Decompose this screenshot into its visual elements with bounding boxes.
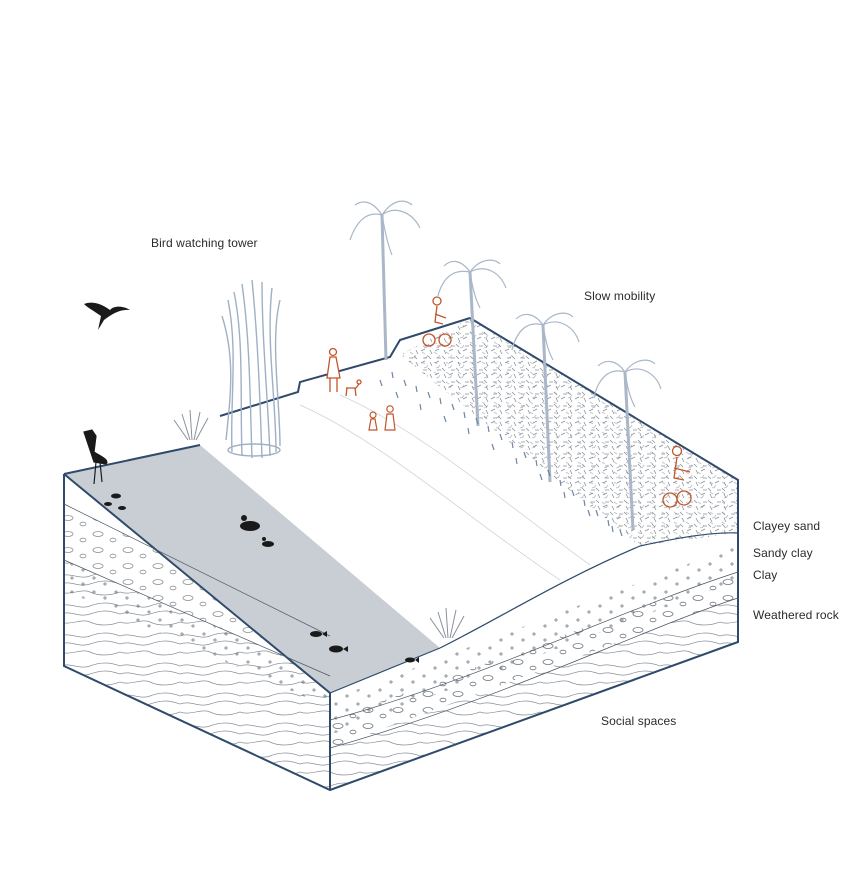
pedestrian-icon (385, 406, 395, 430)
label-soil-sandy-clay: Sandy clay (753, 546, 813, 560)
label-soil-clayey-sand: Clayey sand (753, 519, 820, 533)
pedestrian-icon (369, 412, 377, 430)
label-soil-clay: Clay (753, 568, 777, 582)
flying-bird-icon (84, 303, 130, 330)
label-bird-watching-tower: Bird watching tower (151, 236, 258, 250)
reed-grass-icon (174, 410, 208, 440)
label-social-spaces: Social spaces (601, 714, 676, 728)
label-slow-mobility: Slow mobility (584, 289, 655, 303)
label-soil-weathered-rock: Weathered rock (753, 608, 839, 622)
